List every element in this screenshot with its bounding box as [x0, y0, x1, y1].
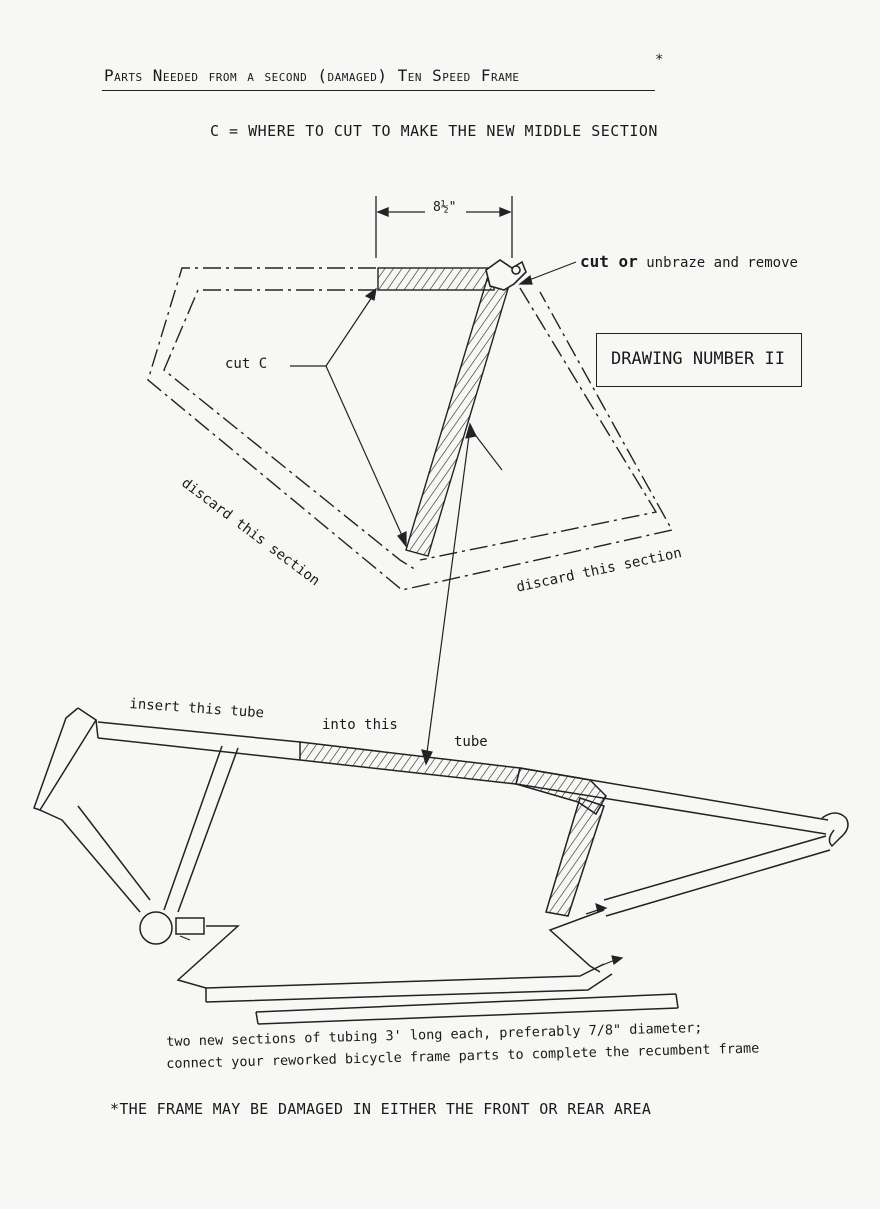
dimension-label: 8½" [433, 200, 457, 215]
cut-c-label: cut C [225, 356, 268, 372]
dimension-marker [375, 196, 513, 258]
cut-c-arrows [290, 261, 577, 548]
discarded-frame-outline [147, 267, 674, 591]
page-title: Parts Needed from a second (damaged) Ten… [104, 66, 520, 85]
recumbent-frame [33, 707, 849, 1025]
drawing-number-box [596, 333, 802, 387]
head-lug [485, 259, 527, 291]
tube-label: tube [454, 734, 488, 750]
footnote: *THE FRAME MAY BE DAMAGED IN EITHER THE … [110, 1100, 652, 1118]
into-this-label: into this [322, 717, 398, 733]
inserted-tube [299, 741, 607, 917]
cut-note-rest: unbraze and remove [637, 255, 798, 271]
top-tube-stub [377, 267, 495, 291]
insert-arrow [421, 422, 503, 766]
cut-note: cut or unbraze and remove [580, 252, 798, 271]
joint-arrows [179, 903, 624, 967]
title-underline [102, 90, 655, 91]
drawing-number: DRAWING NUMBER II [611, 349, 785, 369]
title-asterisk: * [655, 52, 664, 68]
cut-note-bold: cut or [580, 252, 638, 271]
cut-legend: C = WHERE TO CUT TO MAKE THE NEW MIDDLE … [210, 122, 658, 140]
